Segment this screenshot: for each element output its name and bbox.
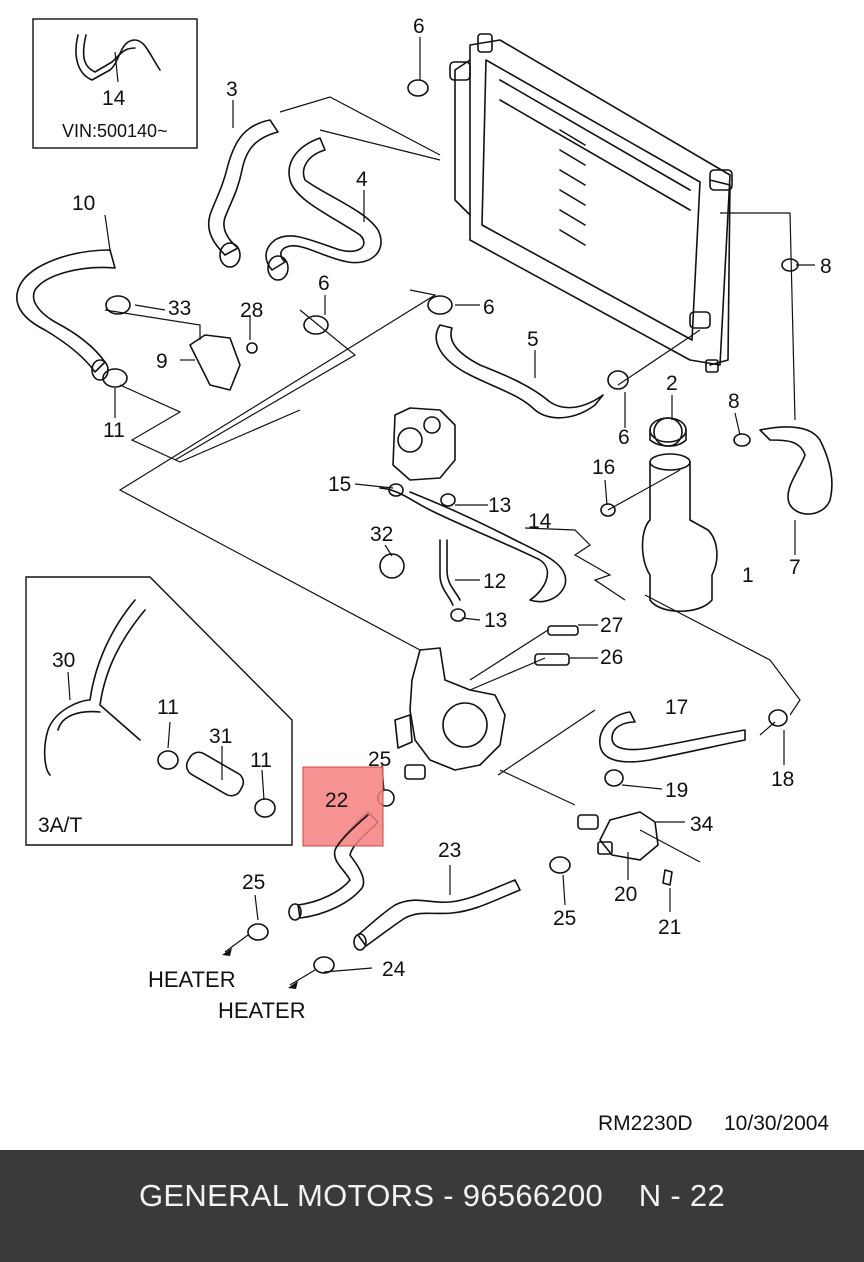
callout-26: 26 xyxy=(600,646,623,669)
callout-25c: 25 xyxy=(553,907,576,930)
callout-6c: 6 xyxy=(483,296,495,319)
drawing-date: 10/30/2004 xyxy=(724,1112,829,1135)
heater-label-1: HEATER xyxy=(148,967,236,992)
footer-ref: N - 22 xyxy=(638,1178,725,1213)
footer-caption: GENERAL MOTORS - 96566200 N - 22 xyxy=(0,1178,864,1214)
hose-31 xyxy=(185,751,245,797)
callout-28: 28 xyxy=(240,299,263,322)
thermostat-housing xyxy=(577,811,673,886)
hose-7 xyxy=(759,426,833,515)
outlet-9 xyxy=(189,334,241,391)
callout-6b: 6 xyxy=(318,272,330,295)
callout-16: 16 xyxy=(592,456,615,479)
footer-maker-part: GENERAL MOTORS - 96566200 xyxy=(139,1178,604,1213)
callout-17: 17 xyxy=(665,696,688,719)
callout-6d: 6 xyxy=(618,426,630,449)
callout-8b: 8 xyxy=(728,390,740,413)
callout-21: 21 xyxy=(658,916,681,939)
hose-10 xyxy=(16,249,116,373)
highlight-part-22 xyxy=(302,766,384,847)
callout-11b: 11 xyxy=(157,696,179,719)
callout-10: 10 xyxy=(72,192,95,215)
callout-9: 9 xyxy=(156,350,168,373)
hose-12 xyxy=(439,539,461,606)
heater-label-2: HEATER xyxy=(218,998,306,1023)
vin-inset-hose-14 xyxy=(75,34,161,81)
parts-diagram: 1 2 3 4 5 6 6 6 6 7 8 8 9 10 11 11 11 12… xyxy=(16,15,833,1135)
hose-14 xyxy=(379,487,567,603)
water-pump-housing xyxy=(394,647,506,780)
callout-14-inset: 14 xyxy=(102,87,126,110)
drawing-ref: RM2230D xyxy=(598,1112,693,1135)
callout-25a: 25 xyxy=(368,748,391,771)
throttle-body xyxy=(392,407,456,481)
callout-14: 14 xyxy=(528,510,552,533)
callout-12: 12 xyxy=(483,570,506,593)
callout-13a: 13 xyxy=(488,494,511,517)
callout-25b: 25 xyxy=(242,871,265,894)
expansion-tank xyxy=(641,417,718,612)
callout-18: 18 xyxy=(771,768,794,791)
hose-3 xyxy=(207,119,279,256)
callout-15: 15 xyxy=(328,473,351,496)
footer-bar: GENERAL MOTORS - 96566200 N - 22 xyxy=(0,1150,864,1262)
inset-3at-box xyxy=(25,576,293,846)
hose-5 xyxy=(435,324,604,419)
callout-33: 33 xyxy=(168,297,191,320)
callout-11c: 11 xyxy=(250,749,272,772)
hose-4 xyxy=(265,137,382,271)
callout-8a: 8 xyxy=(820,255,832,278)
callout-20: 20 xyxy=(614,883,637,906)
inset-3at-label: 3A/T xyxy=(38,814,83,837)
hose-17 xyxy=(599,711,746,763)
callout-3: 3 xyxy=(226,78,238,101)
callout-11a: 11 xyxy=(103,419,125,442)
footer-spacer xyxy=(603,1178,639,1213)
callout-7: 7 xyxy=(789,556,801,579)
callout-5: 5 xyxy=(527,328,539,351)
vin-inset-box xyxy=(32,18,198,149)
callout-1: 1 xyxy=(742,564,754,587)
callout-24: 24 xyxy=(382,958,406,981)
callout-27: 27 xyxy=(600,614,623,637)
callout-4: 4 xyxy=(356,168,368,191)
callout-34: 34 xyxy=(690,813,714,836)
callout-2: 2 xyxy=(666,372,678,395)
callout-19: 19 xyxy=(665,779,688,802)
callout-13b: 13 xyxy=(484,609,507,632)
callout-6a: 6 xyxy=(413,15,425,38)
hose-23 xyxy=(357,879,521,947)
callout-30: 30 xyxy=(52,649,75,672)
callout-31: 31 xyxy=(209,725,232,748)
callout-22: 22 xyxy=(325,789,348,812)
pipe-30 xyxy=(43,599,146,776)
callout-23: 23 xyxy=(438,839,461,862)
radiator xyxy=(449,33,733,373)
callout-32: 32 xyxy=(370,523,393,546)
vin-note: VIN:500140~ xyxy=(62,121,168,141)
